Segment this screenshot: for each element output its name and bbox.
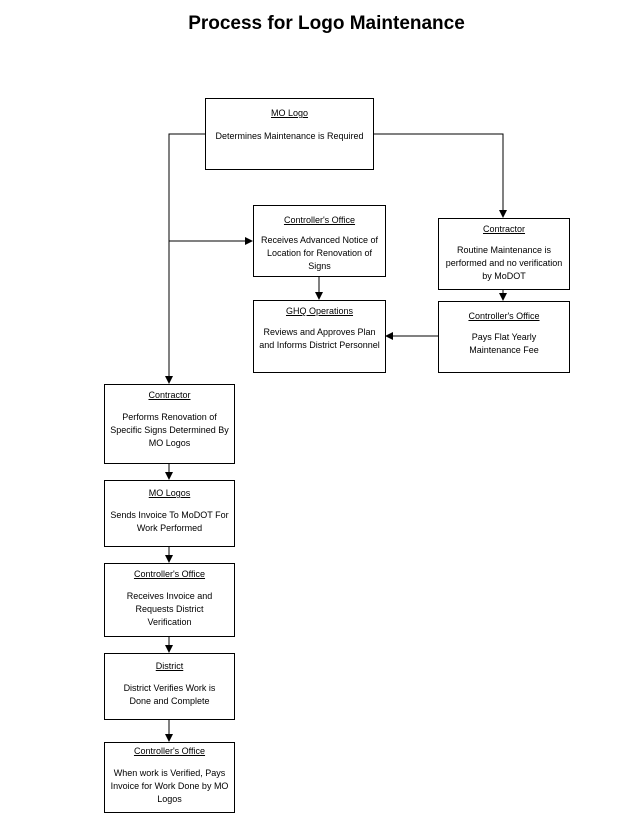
box-text: Performs Renovation of Specific Signs De…: [110, 412, 229, 448]
box-text: Receives Invoice and Requests District V…: [126, 591, 213, 627]
box-text: Receives Advanced Notice of Location for…: [260, 235, 379, 271]
box-text: Sends Invoice To MoDOT For Work Performe…: [110, 510, 229, 533]
connector-mologo-to-contractor-renovation: [165, 133, 205, 384]
connector-mologo-to-contractor-routine: [373, 133, 507, 218]
box-ghq-operations: GHQ Operations Reviews and Approves Plan…: [253, 300, 386, 373]
box-heading: Controller's Office: [133, 746, 206, 756]
box-mo-logos-invoice: MO Logos Sends Invoice To MoDOT For Work…: [104, 480, 235, 547]
box-heading: MO Logos: [148, 488, 191, 498]
box-mo-logo: MO Logo Determines Maintenance is Requir…: [205, 98, 374, 170]
box-heading: GHQ Operations: [285, 306, 354, 316]
box-text: Reviews and Approves Plan and Informs Di…: [259, 327, 380, 350]
box-contractor-renovation: Contractor Performs Renovation of Specif…: [104, 384, 235, 464]
diagram-title: Process for Logo Maintenance: [188, 13, 465, 34]
box-heading: MO Logo: [270, 108, 309, 118]
box-controller-receives-invoice: Controller's Office Receives Invoice and…: [104, 563, 235, 637]
box-controller-notice: Controller's Office Receives Advanced No…: [253, 205, 386, 277]
box-heading: Controller's Office: [133, 569, 206, 579]
box-heading: Contractor: [482, 224, 526, 234]
box-heading: Contractor: [148, 390, 191, 400]
box-district: District District Verifies Work is Done …: [104, 653, 235, 720]
box-text: Pays Flat Yearly Maintenance Fee: [469, 332, 539, 355]
box-text: Routine Maintenance is performed and no …: [445, 245, 563, 281]
box-contractor-routine: Contractor Routine Maintenance is perfor…: [438, 218, 570, 290]
box-heading: District: [155, 661, 184, 671]
box-controller-fee: Controller's Office Pays Flat Yearly Mai…: [438, 301, 570, 373]
box-heading: Controller's Office: [283, 215, 356, 225]
box-heading: Controller's Office: [468, 311, 540, 321]
box-text: When work is Verified, Pays Invoice for …: [110, 768, 229, 804]
box-text: District Verifies Work is Done and Compl…: [123, 683, 216, 706]
box-controller-pays-invoice: Controller's Office When work is Verifie…: [104, 742, 235, 813]
box-text: Determines Maintenance is Required: [215, 131, 364, 141]
